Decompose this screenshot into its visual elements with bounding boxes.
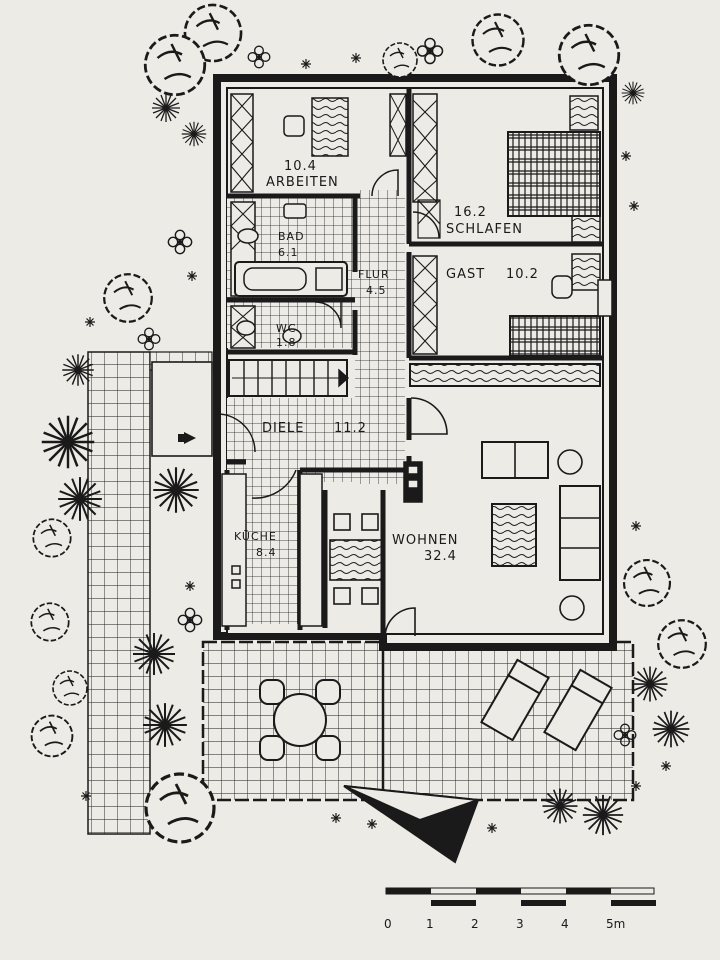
room-kueche-name: KÜCHE: [234, 530, 277, 543]
scale-tick-0: 0: [384, 917, 392, 931]
room-schlafen-area: 16.2: [454, 205, 487, 220]
garden-path: [87, 351, 213, 835]
room-arbeiten-area: 10.4: [284, 159, 317, 174]
tree-icon: [471, 13, 525, 67]
diele-door: [216, 413, 297, 499]
tree-icon: [144, 772, 216, 844]
tree-icon: [30, 602, 70, 642]
scale-tick-5: 5m: [606, 917, 625, 931]
shrub-icon: [61, 353, 95, 387]
tree-icon: [30, 714, 74, 758]
scale-tick-2: 2: [471, 917, 479, 931]
shrub-icon: [152, 466, 200, 514]
scale-tick-4: 4: [561, 917, 569, 931]
shrub-icon: [151, 93, 181, 123]
tree-icon: [382, 42, 418, 78]
scale-bar: 0 1 2 3 4 5m: [384, 887, 656, 931]
room-wohnen-name: WOHNEN: [392, 533, 459, 548]
room-wohnen-area: 32.4: [424, 549, 457, 564]
shrub-icon: [40, 414, 96, 470]
entrance-arrow-icon: [178, 432, 196, 444]
shrub-icon: [541, 787, 579, 825]
room-gast-area: 10.2: [506, 267, 539, 282]
shrub-icon: [142, 702, 188, 748]
room-schlafen-name: SCHLAFEN: [446, 222, 523, 237]
room-bad-area: 6.1: [278, 246, 299, 259]
room-flur-area: 4.5: [366, 284, 387, 297]
shrub-icon: [631, 665, 669, 703]
arbeiten-furniture: [230, 93, 407, 197]
room-wc-name: WC: [276, 322, 297, 335]
wohnen-furniture: [329, 363, 601, 637]
shrub-icon: [132, 632, 176, 676]
shrub-icon: [57, 476, 103, 522]
tree-icon: [557, 23, 621, 87]
tree-icon: [143, 33, 207, 97]
room-bad-name: BAD: [278, 230, 305, 243]
entrance-landing: [151, 361, 213, 457]
room-diele-name: DIELE: [262, 421, 305, 436]
bad-furniture: [230, 201, 348, 297]
tree-icon: [103, 273, 153, 323]
tree-icon: [622, 558, 672, 608]
scale-tick-3: 3: [516, 917, 524, 931]
tree-icon: [32, 518, 72, 558]
room-arbeiten-name: ARBEITEN: [266, 175, 339, 190]
terrace-furniture: [259, 658, 613, 761]
room-diele-area: 11.2: [334, 421, 367, 436]
room-flur-name: FLUR: [358, 268, 390, 281]
wc-furniture: [230, 301, 342, 349]
room-wc-area: 1.8: [276, 336, 297, 349]
tree-icon: [52, 670, 88, 706]
gast-furniture: [412, 253, 613, 357]
scale-tick-1: 1: [426, 917, 434, 931]
room-labels: 10.4 ARBEITEN 16.2 SCHLAFEN BAD 6.1 FLUR…: [234, 159, 539, 564]
shrub-icon: [581, 793, 625, 837]
schlafen-furniture: [412, 93, 601, 243]
kueche-furniture: [221, 461, 423, 627]
shrub-icon: [651, 709, 691, 749]
tree-icon: [657, 619, 707, 669]
room-kueche-area: 8.4: [256, 546, 277, 559]
staircase: [228, 359, 350, 397]
shrub-icon: [181, 121, 207, 147]
room-gast-name: GAST: [446, 267, 485, 282]
shrub-icon: [621, 81, 645, 105]
